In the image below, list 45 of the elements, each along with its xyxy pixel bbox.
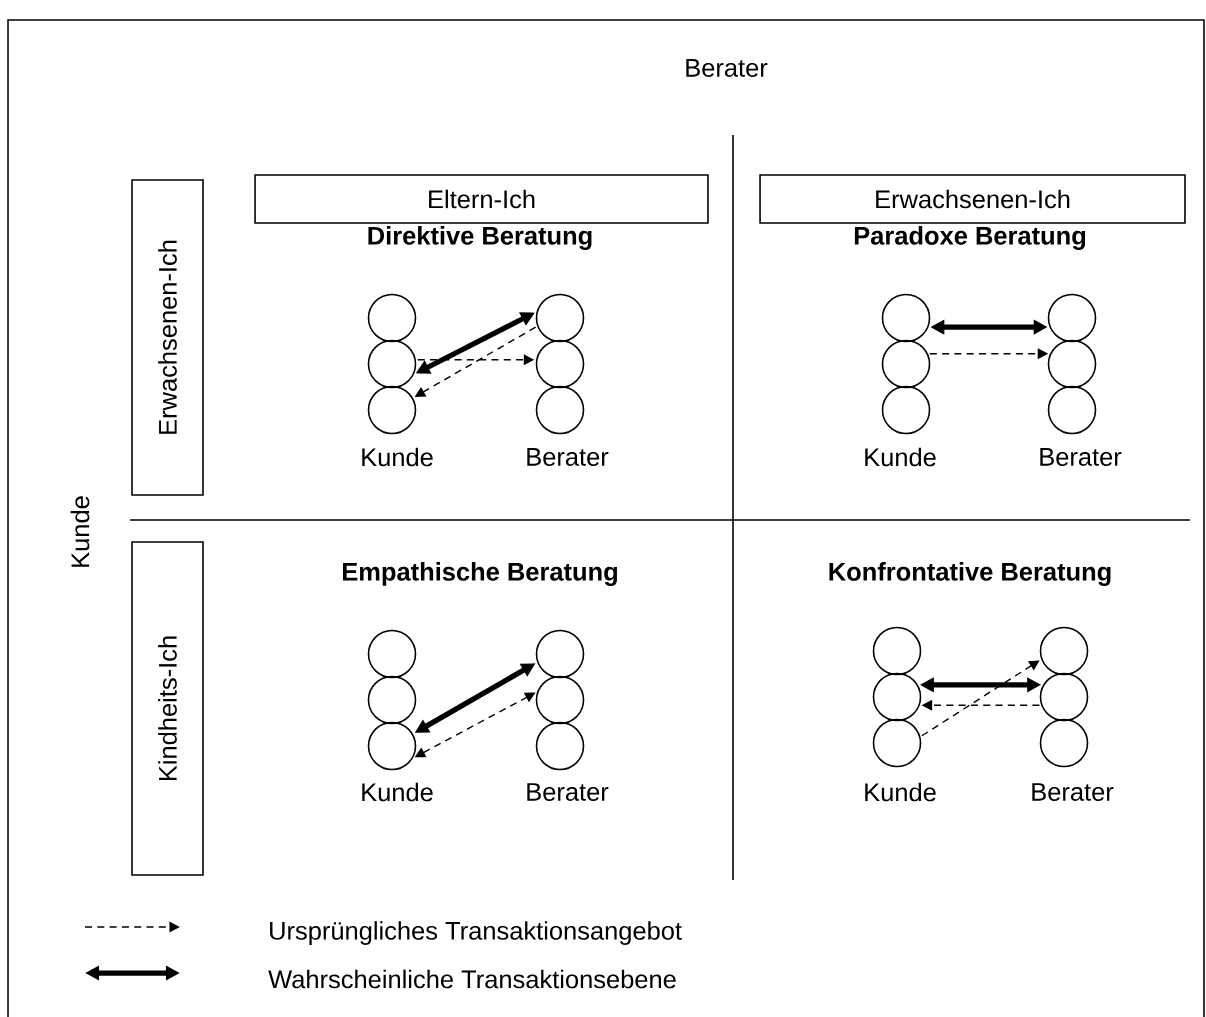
ego-circle [367,629,417,679]
quadrant-title: Direktive Beratung [368,226,592,250]
column-label: Berater [527,783,609,801]
ego-circle [1039,626,1089,676]
ego-circle [1039,718,1089,768]
ego-circle [1039,672,1089,722]
arrow [921,660,1040,737]
column-label: Kunde [362,782,433,802]
ego-circle [881,385,931,435]
ego-circle [535,629,585,679]
legend-text: Wahrscheinliche Transaktionsebene [268,969,676,989]
ego-circle [367,721,417,771]
column-label: Berater [527,448,609,466]
column-label: Kunde [865,447,936,467]
ego-circle [881,339,931,389]
axis-label: Kunde [70,496,90,567]
ego-circle [881,293,931,343]
column-label: Berater [1040,448,1122,466]
ego-circle [872,672,922,722]
ego-circle [367,293,417,343]
ego-circle [535,293,585,343]
quadrant-title: Konfrontative Beratung [829,562,1111,586]
label-box: Kindheits-Ich [131,541,204,876]
label-box: Eltern-Ich [254,174,709,224]
legend-text: Ursprüngliches Transaktionsangebot [270,921,682,945]
ego-circle [367,385,417,435]
ego-circle [535,721,585,771]
quadrant-title: Empathische Beratung [343,562,617,586]
ego-circle [535,675,585,725]
ego-circle [1047,385,1097,435]
column-label: Kunde [865,782,936,802]
ego-circle [1047,339,1097,389]
ego-circle [872,626,922,676]
label-box: Erwachsenen-Ich [131,179,204,496]
ego-circle [367,675,417,725]
ego-circle [1047,293,1097,343]
column-label: Berater [1032,783,1114,801]
ego-circle [872,718,922,768]
label-box: Erwachsenen-Ich [759,174,1186,224]
ego-circle [535,385,585,435]
column-label: Kunde [362,447,433,467]
ego-circle [367,339,417,389]
ego-circle [535,339,585,389]
axis-label: Berater [686,59,768,77]
quadrant-title: Paradoxe Beratung [854,226,1086,250]
